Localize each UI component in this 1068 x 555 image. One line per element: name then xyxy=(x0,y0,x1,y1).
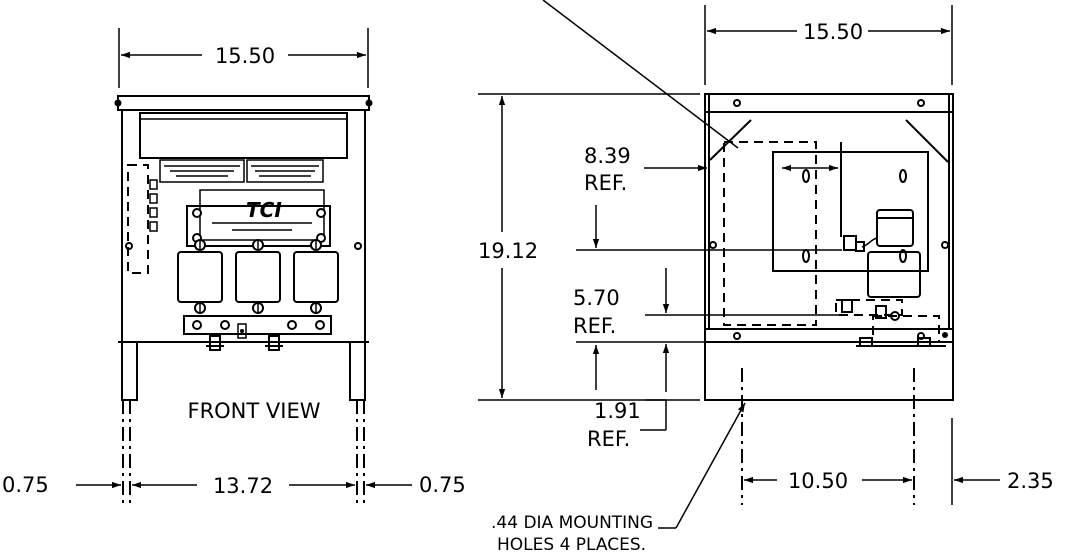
side-top-width-text: 15.50 xyxy=(803,20,863,44)
front-enclosure xyxy=(114,95,373,401)
front-view: 15.50 xyxy=(2,28,466,505)
front-base-width-text: 13.72 xyxy=(213,474,273,498)
side-bottom-dimensions: 10.50 2.35 xyxy=(744,418,1054,505)
front-warning-labels xyxy=(159,159,324,183)
note-line-1: .44 DIA MOUNTING xyxy=(491,513,653,533)
front-top-width-text: 15.50 xyxy=(215,44,275,68)
dim-a-ref: REF. xyxy=(584,171,627,195)
front-left-offset-text: 0.75 xyxy=(2,473,49,497)
dim-1-91: 1.91 REF. xyxy=(587,268,840,451)
front-terminal-strip xyxy=(127,164,158,274)
coil-terminals xyxy=(194,239,322,314)
height-text: 19.12 xyxy=(478,239,538,263)
side-enclosure xyxy=(704,93,954,401)
front-reactor xyxy=(177,205,339,351)
hole-offset-text: 2.35 xyxy=(1007,469,1054,493)
front-leg-centerlines xyxy=(122,400,365,505)
side-hole-centerlines xyxy=(741,368,915,505)
note-line-2: HOLES 4 PLACES. xyxy=(497,535,646,555)
hole-spacing-text: 10.50 xyxy=(788,469,848,493)
tci-logo: TCI xyxy=(246,198,282,222)
dim-8-39: 8.39 REF. xyxy=(584,144,838,195)
dim-c-value: 1.91 xyxy=(594,399,641,423)
dim-5-70: 5.70 REF. xyxy=(573,205,842,390)
side-view: 15.50 xyxy=(478,0,1054,555)
dim-b-ref: REF. xyxy=(573,314,616,338)
dim-c-ref: REF. xyxy=(587,427,630,451)
side-top-dimension: 15.50 xyxy=(704,5,953,85)
front-bottom-dimensions: 0.75 13.72 0.75 xyxy=(2,473,466,498)
coil-2 xyxy=(235,251,281,303)
dim-a-value: 8.39 xyxy=(584,144,631,168)
height-dimension: 19.12 xyxy=(478,93,700,401)
side-internals xyxy=(723,141,948,347)
front-nameplate: TCI xyxy=(199,189,325,241)
coil-3 xyxy=(293,251,339,303)
front-view-label: FRONT VIEW xyxy=(187,399,320,423)
front-right-offset-text: 0.75 xyxy=(419,473,466,497)
front-top-dimension: 15.50 xyxy=(118,28,369,88)
mounting-hole-note: .44 DIA MOUNTING HOLES 4 PLACES. xyxy=(491,402,746,555)
coil-1 xyxy=(177,251,223,303)
dim-b-value: 5.70 xyxy=(573,286,620,310)
